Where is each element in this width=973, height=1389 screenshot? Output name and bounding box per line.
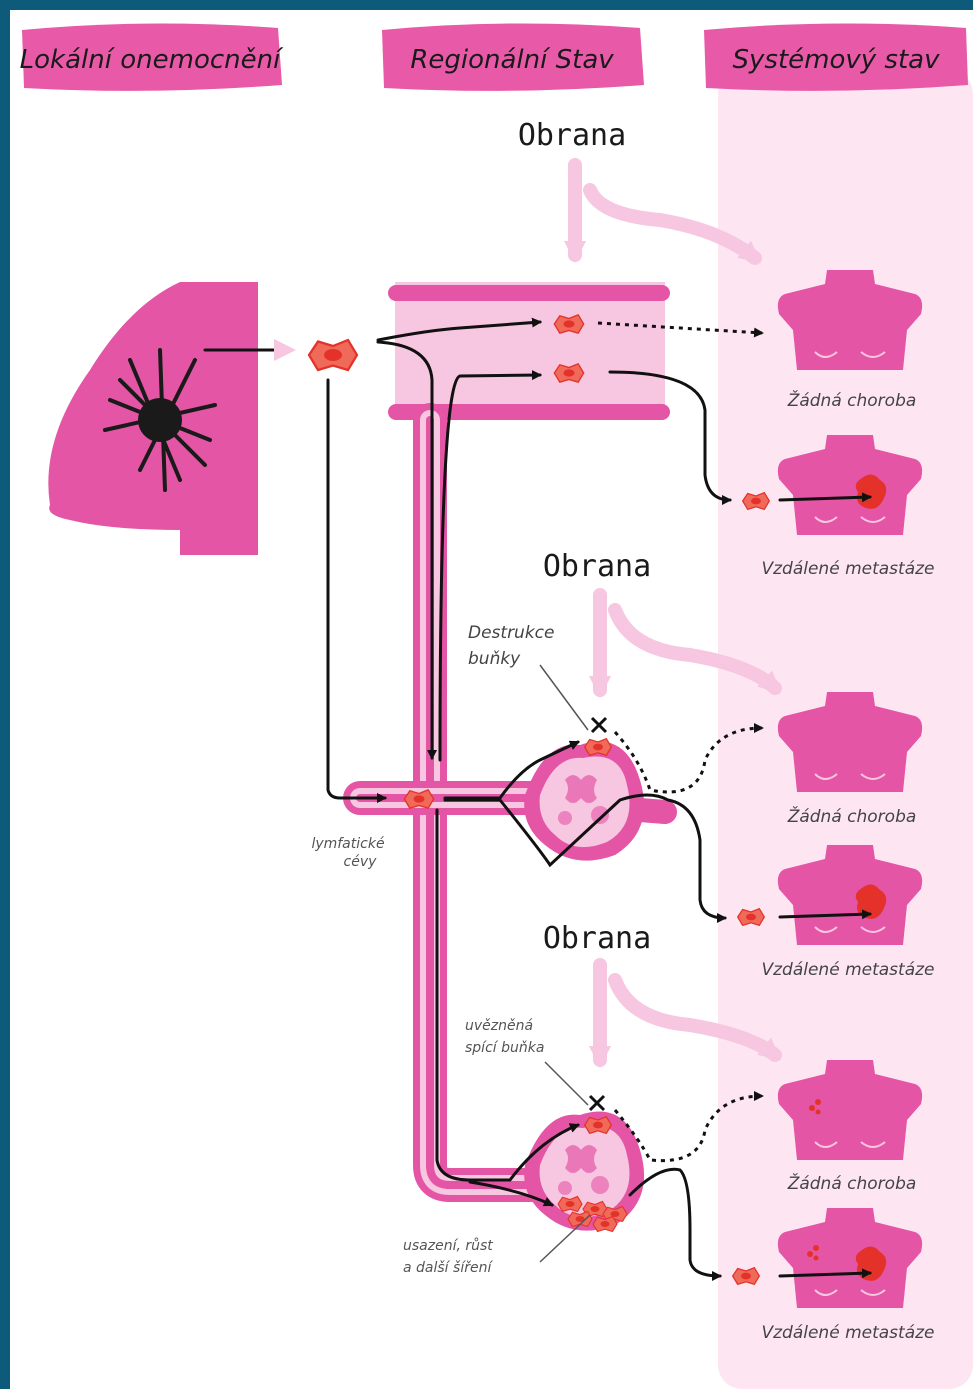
annotation-dormant-1: uvězněná [465,1018,533,1034]
annotation-destruction-2: buňky [468,649,521,669]
annotation-destruction-1: Destrukce [468,623,555,643]
annotation-settling-1: usazení, růst [403,1238,493,1254]
defense-label-3: Obrana [543,921,651,956]
outcome-label-3: Žádná choroba [787,805,917,827]
header-systemic: Systémový stav [704,23,968,90]
outcome-label-2: Vzdálené metastáze [761,559,934,579]
outcome-label-5: Žádná choroba [787,1172,917,1194]
header-regional: Regionální Stav [382,23,644,90]
outcome-label-4: Vzdálené metastáze [761,960,934,980]
outcome-label-1: Žádná choroba [787,389,917,411]
outcome-label-6: Vzdálené metastáze [761,1323,934,1343]
header-regional-label: Regionální Stav [410,45,614,75]
defense-label-1: Obrana [518,118,626,153]
header-local: Lokální onemocnění [20,23,284,90]
annotation-settling-2: a další šíření [403,1260,493,1276]
annotation-lymph-vessels-2: cévy [344,854,378,870]
annotation-lymph-vessels-1: lymfatické [311,836,385,852]
annotation-dormant-2: spící buňka [465,1040,544,1056]
header-systemic-label: Systémový stav [733,45,941,75]
header-local-label: Lokální onemocnění [20,45,284,75]
blood-vessel [388,282,670,420]
defense-label-2: Obrana [543,549,651,584]
